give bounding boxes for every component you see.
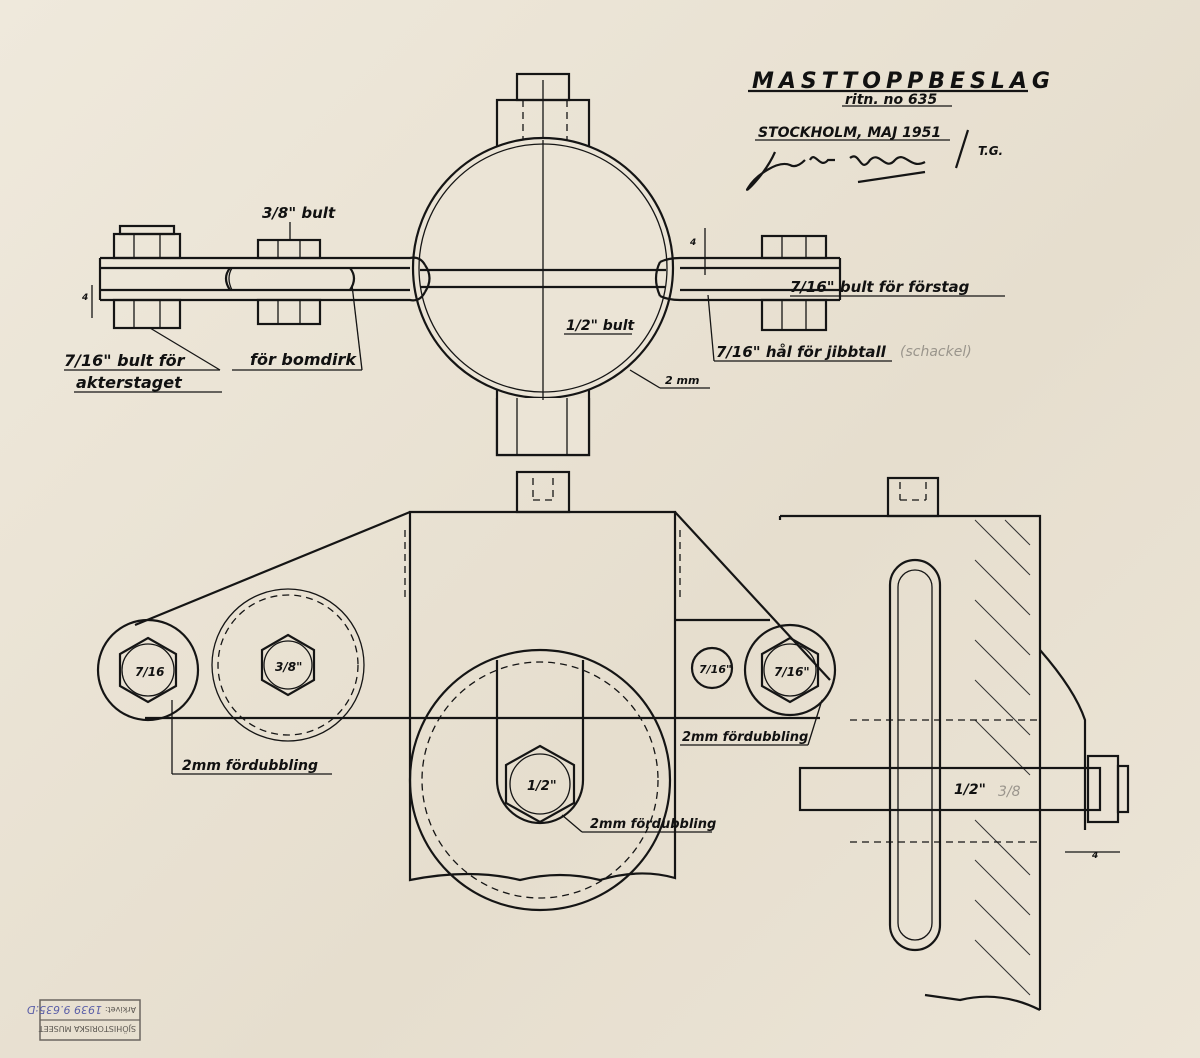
hex-nut-3-8: 3/8" <box>260 633 316 697</box>
nut-label-center: 1/2" <box>527 779 557 794</box>
label-backstay-bolt-1: 7/16" bult för <box>64 351 186 370</box>
stamp-archive-number: 1939 9.635:D <box>27 1003 102 1016</box>
stamp-museum: SJÖHISTORISKA MUSEET <box>39 1024 136 1034</box>
side-bolt-label: 1/2" <box>954 782 986 798</box>
hole-right: 7/16" <box>690 646 734 690</box>
label-3-8-bolt: 3/8" bult <box>262 204 336 222</box>
drawing-title: MASTTOPPBESLAG <box>752 69 1055 94</box>
side-view: 1/2" 3/8 4 <box>778 476 1130 1011</box>
label-forestay-bolt: 7/16" bult för förstag <box>790 278 970 296</box>
hex-nut-center: 1/2" <box>504 744 576 824</box>
hole-label-right: 7/16" <box>699 663 732 676</box>
bolt-left <box>112 224 182 330</box>
bolt-right <box>760 234 828 332</box>
place-date: STOCKHOLM, MAJ 1951 <box>758 125 941 141</box>
nut-label-left: 7/16 <box>135 665 164 679</box>
side-dim: 4 <box>1091 851 1098 861</box>
drawing-number: ritn. no 635 <box>845 92 937 108</box>
label-doubling-center: 2mm fördubbling <box>590 817 716 832</box>
hex-nut-left: 7/16 <box>118 636 178 704</box>
label-boom-tackle: för bomdirk <box>250 350 357 369</box>
stamp-archive-label: Arkivet: <box>105 1005 136 1014</box>
nut-label-right: 7/16" <box>774 665 810 679</box>
label-jib-hole: 7/16" hål för jibbtall <box>716 343 887 361</box>
dim-left: 4 <box>81 293 88 303</box>
label-center-bolt: 1/2" bult <box>566 318 636 334</box>
top-view: 3/8" bult 7/16" bult för förstag 7/16" b… <box>64 72 1005 457</box>
label-backstay-bolt-2: akterstaget <box>76 373 183 392</box>
title-block: MASTTOPPBESLAG ritn. no 635 STOCKHOLM, M… <box>745 69 1055 191</box>
label-doubling-right: 2mm fördubbling <box>682 730 808 745</box>
label-shackle-pencil: (schackel) <box>900 344 972 360</box>
side-bolt-pencil-label: 3/8 <box>998 784 1021 800</box>
hex-nut-right: 7/16" <box>760 636 820 704</box>
dim-right: 4 <box>689 238 696 248</box>
nut-label-3-8: 3/8" <box>275 660 302 674</box>
initials: T.G. <box>978 144 1003 158</box>
front-view: 7/16 3/8" 1/2" 7/16" 7/16" 2mm fördubbli… <box>96 470 837 912</box>
label-thickness: 2 mm <box>665 374 699 387</box>
archive-stamp: SJÖHISTORISKA MUSEET Arkivet: 1939 9.635… <box>27 999 141 1041</box>
bolt-3-8 <box>256 238 322 326</box>
label-doubling-left: 2mm fördubbling <box>182 758 318 774</box>
signature <box>745 151 926 191</box>
